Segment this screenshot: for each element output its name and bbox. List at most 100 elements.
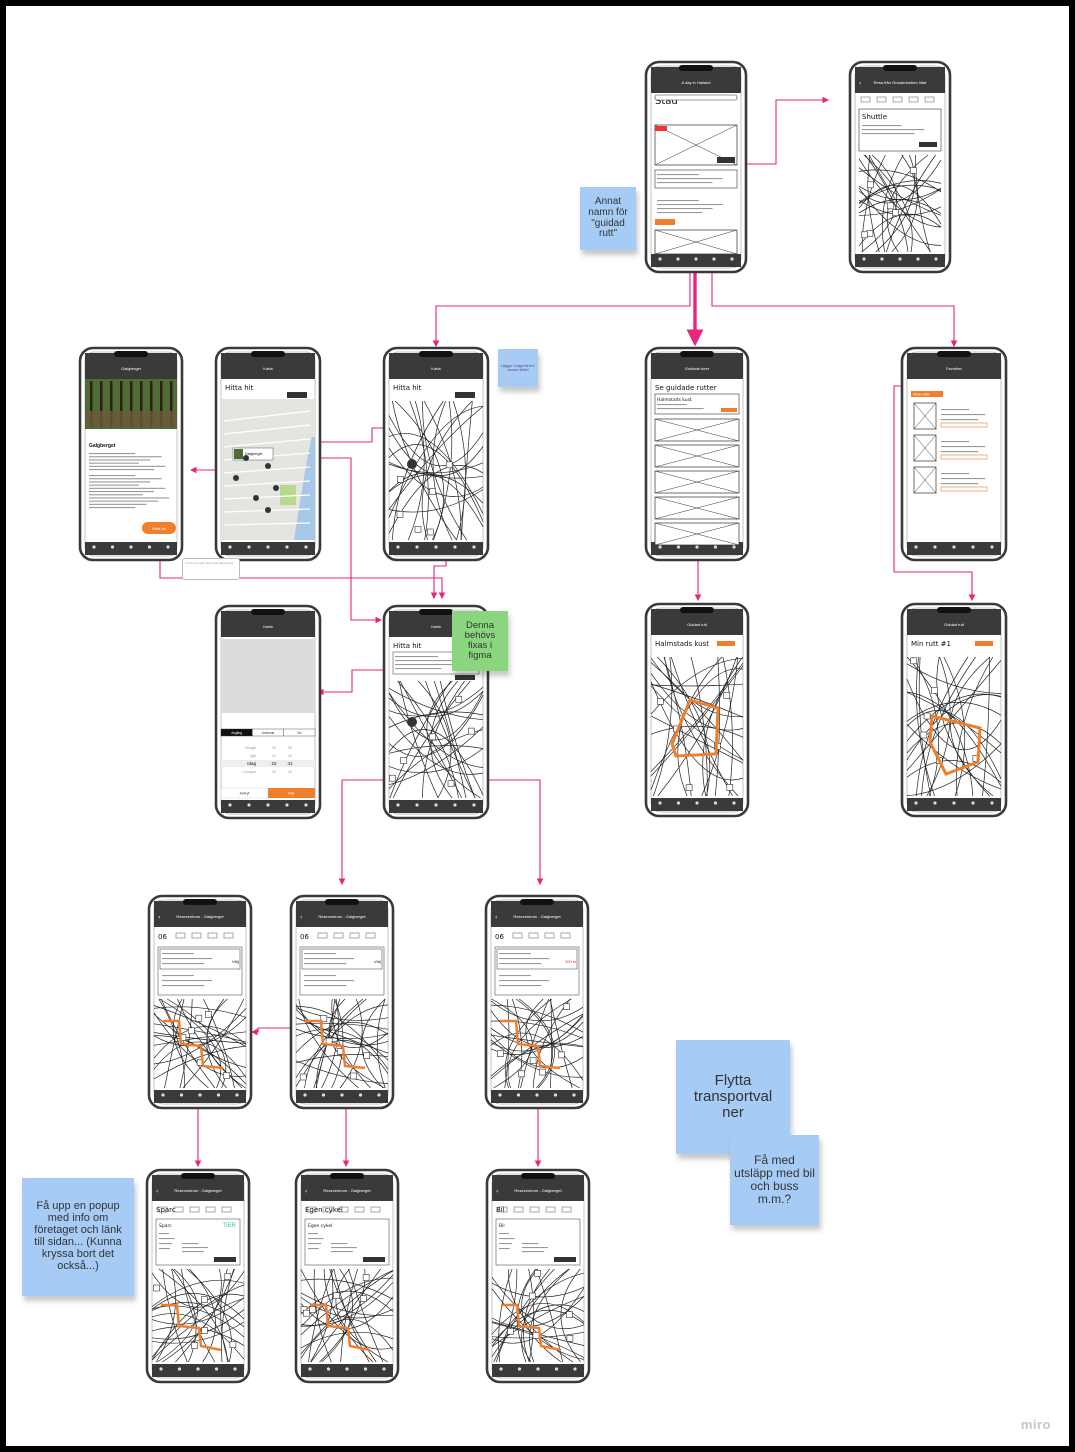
transport-icon[interactable] bbox=[191, 932, 202, 939]
minute-option[interactable]: 40 bbox=[288, 754, 292, 758]
nav-icon[interactable] bbox=[303, 1093, 307, 1097]
cancel-label[interactable]: Avbryt bbox=[240, 792, 250, 796]
day-option[interactable]: igår bbox=[250, 754, 257, 758]
back-icon[interactable]: ‹ bbox=[158, 914, 160, 921]
nav-icon[interactable] bbox=[434, 803, 438, 807]
nav-icon[interactable] bbox=[553, 1093, 558, 1097]
transport-icon[interactable] bbox=[173, 1206, 184, 1213]
nav-icon[interactable] bbox=[345, 1367, 349, 1371]
nav-icon[interactable] bbox=[554, 1367, 559, 1371]
nav-icon[interactable] bbox=[916, 257, 920, 261]
hitta-hit-button[interactable] bbox=[142, 522, 176, 534]
nav-icon[interactable] bbox=[695, 545, 699, 549]
day-option[interactable]: i morgon bbox=[242, 770, 256, 774]
nav-icon[interactable] bbox=[990, 801, 994, 805]
transport-icon[interactable] bbox=[338, 1206, 349, 1213]
ok-button[interactable] bbox=[268, 788, 315, 798]
nav-icon[interactable] bbox=[161, 1093, 165, 1097]
trip-route-line[interactable] bbox=[500, 1019, 561, 1070]
nav-icon[interactable] bbox=[914, 801, 918, 805]
nav-icon[interactable] bbox=[971, 801, 975, 805]
nav-icon[interactable] bbox=[453, 545, 457, 549]
nav-icon[interactable] bbox=[934, 257, 938, 261]
transport-icon[interactable] bbox=[157, 1206, 168, 1213]
nav-icon[interactable] bbox=[196, 1367, 200, 1371]
location-marker-icon[interactable] bbox=[407, 717, 417, 727]
nav-icon[interactable] bbox=[880, 257, 884, 261]
transport-icon[interactable] bbox=[545, 1206, 556, 1213]
day-option[interactable]: i förrgår bbox=[244, 746, 257, 750]
nav-icon[interactable] bbox=[933, 545, 937, 549]
nav-icon[interactable] bbox=[377, 1093, 381, 1097]
hour-option[interactable]: 21 bbox=[272, 754, 276, 758]
nav-icon[interactable] bbox=[228, 545, 232, 549]
location-marker-icon[interactable] bbox=[407, 459, 417, 469]
nav-icon[interactable] bbox=[214, 1367, 219, 1371]
nav-icon[interactable] bbox=[159, 1367, 163, 1371]
minute-option[interactable]: 42 bbox=[288, 770, 292, 774]
nav-icon[interactable] bbox=[382, 1367, 386, 1371]
nav-icon[interactable] bbox=[676, 801, 681, 805]
guided-route-line[interactable] bbox=[928, 714, 982, 776]
hour-option[interactable]: 22 bbox=[271, 761, 277, 766]
nav-icon[interactable] bbox=[228, 803, 232, 807]
time-option-label[interactable]: Ankomst bbox=[262, 731, 275, 735]
trip-route-line[interactable] bbox=[501, 1303, 562, 1352]
nav-icon[interactable] bbox=[694, 257, 698, 261]
nav-icon[interactable] bbox=[340, 1093, 344, 1097]
nav-icon[interactable] bbox=[285, 803, 289, 807]
transport-icon[interactable] bbox=[876, 96, 887, 103]
nav-icon[interactable] bbox=[177, 1367, 182, 1371]
transport-icon[interactable] bbox=[221, 1206, 232, 1213]
trip-route-line[interactable] bbox=[305, 1019, 366, 1070]
nav-icon[interactable] bbox=[952, 545, 956, 549]
nav-icon[interactable] bbox=[266, 545, 270, 549]
nav-icon[interactable] bbox=[730, 257, 734, 261]
search-input[interactable] bbox=[654, 94, 738, 101]
nav-icon[interactable] bbox=[572, 1093, 576, 1097]
mina-rutter-tag[interactable] bbox=[911, 391, 943, 397]
hour-option[interactable]: 23 bbox=[272, 770, 276, 774]
time-option-label[interactable]: Nu bbox=[297, 731, 301, 735]
mina-rutter-label[interactable]: Mina rutter bbox=[913, 393, 931, 397]
nav-icon[interactable] bbox=[516, 1093, 521, 1097]
transport-icon[interactable] bbox=[205, 1206, 216, 1213]
transport-icon[interactable] bbox=[497, 1206, 508, 1213]
select-button[interactable] bbox=[363, 1257, 385, 1262]
nav-icon[interactable] bbox=[676, 545, 681, 549]
minute-option[interactable]: 41 bbox=[287, 761, 293, 766]
nav-icon[interactable] bbox=[914, 545, 918, 549]
nav-icon[interactable] bbox=[198, 1093, 202, 1097]
nav-icon[interactable] bbox=[129, 545, 133, 549]
transport-icon[interactable] bbox=[349, 932, 360, 939]
nav-icon[interactable] bbox=[695, 801, 699, 805]
nav-icon[interactable] bbox=[712, 257, 716, 261]
map-marker-icon[interactable] bbox=[273, 485, 279, 491]
transport-icon[interactable] bbox=[528, 932, 539, 939]
nav-icon[interactable] bbox=[898, 257, 902, 261]
nav-icon[interactable] bbox=[266, 803, 270, 807]
trip-route-line[interactable] bbox=[310, 1303, 371, 1352]
nav-icon[interactable] bbox=[453, 803, 457, 807]
transport-icon[interactable] bbox=[561, 1206, 572, 1213]
transport-icon[interactable] bbox=[544, 932, 555, 939]
transport-icon[interactable] bbox=[223, 932, 234, 939]
map-marker-icon[interactable] bbox=[265, 463, 271, 469]
transport-icon[interactable] bbox=[560, 932, 571, 939]
map-marker-icon[interactable] bbox=[265, 507, 271, 513]
hour-option[interactable]: 20 bbox=[272, 746, 276, 750]
nav-icon[interactable] bbox=[952, 801, 956, 805]
nav-icon[interactable] bbox=[862, 257, 866, 261]
transport-icon[interactable] bbox=[175, 932, 186, 939]
transport-icon[interactable] bbox=[365, 932, 376, 939]
nav-icon[interactable] bbox=[472, 803, 476, 807]
transport-icon[interactable] bbox=[860, 96, 871, 103]
nav-icon[interactable] bbox=[110, 545, 115, 549]
back-icon[interactable]: ‹ bbox=[156, 1188, 158, 1195]
guided-route-line[interactable] bbox=[670, 698, 720, 758]
transport-icon[interactable] bbox=[512, 932, 523, 939]
time-option[interactable] bbox=[283, 728, 316, 737]
nav-icon[interactable] bbox=[415, 803, 419, 807]
nav-icon[interactable] bbox=[358, 1093, 363, 1097]
transport-icon[interactable] bbox=[354, 1206, 365, 1213]
